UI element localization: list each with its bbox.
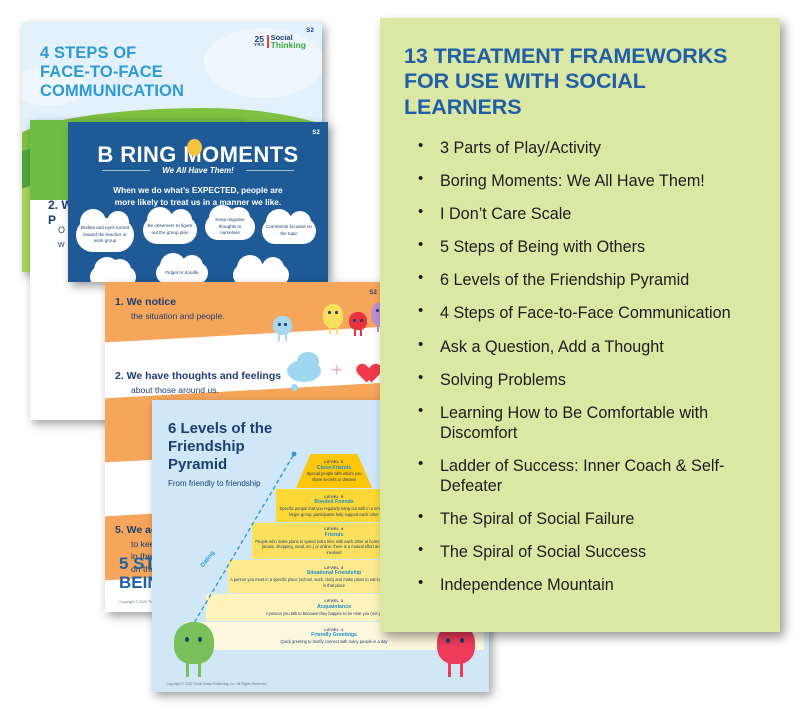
list-item[interactable]: The Spiral of Social Failure	[418, 508, 756, 529]
divider	[246, 170, 294, 171]
card-title: 4 STEPS OF FACE-TO-FACE COMMUNICATION	[40, 44, 184, 101]
hidden-step-number: 2. W P	[48, 198, 73, 228]
step-1-subtext: the situation and people.	[131, 311, 225, 321]
pyramid-level-5: LEVEL 5 Bonded Friends Specific people t…	[276, 489, 392, 522]
step-1-heading: 1. We notice	[115, 296, 177, 308]
character-yellow-icon	[323, 304, 343, 334]
statement-part2: , people are	[236, 185, 283, 195]
panel-title: 13 TREATMENT FRAMEWORKS FOR USE WITH SOC…	[404, 44, 728, 119]
hidden-step-line1: 2. W	[48, 198, 73, 212]
statement-part1: When we do what’s	[113, 185, 192, 195]
list-item[interactable]: Boring Moments: We All Have Them!	[418, 170, 756, 191]
logo-years: 25 YRS	[253, 33, 265, 48]
logo-brand-line1: Social	[270, 33, 293, 42]
cloud-item: Fidget or doodle	[156, 253, 208, 282]
list-item[interactable]: Ask a Question, Add a Thought	[418, 336, 756, 357]
character-blue-icon	[273, 316, 292, 341]
logo-divider-icon	[266, 35, 269, 49]
hidden-step-sub: O w	[58, 224, 65, 251]
level-name: Situational Friendship	[306, 570, 362, 577]
thought-cloud-icon	[291, 384, 298, 391]
cloud-item	[233, 255, 289, 282]
logo-wordmark: Social Thinking	[270, 33, 306, 51]
statement-part3: more likely to treat us in a manner we l…	[114, 197, 282, 208]
boring-moments-subtitle: We All Have Them!	[162, 166, 234, 175]
level-desc: Quick greeting to briefly connect with m…	[280, 639, 388, 645]
level-desc: A person you talk to because they happen…	[265, 610, 403, 616]
level-tag: LEVEL 6	[324, 459, 344, 465]
logo-years-number: 25	[254, 33, 264, 44]
cloud-item-text: Bodies and eyes turned toward the teache…	[80, 224, 130, 244]
list-item[interactable]: Independence Mountain	[418, 574, 756, 595]
plus-icon: +	[331, 360, 343, 381]
level-desc: Specific people that you regularly hang …	[279, 505, 389, 517]
level-tag: LEVEL 3	[324, 564, 344, 570]
cloud-item-text: Be observers to figure out the group pla…	[147, 223, 193, 235]
thought-cloud-icon	[297, 352, 319, 370]
pyramid-subtitle: From friendly to friendship	[168, 479, 261, 488]
cloud-item-text: Fidget or doodle	[165, 269, 199, 275]
list-item[interactable]: 3 Parts of Play/Activity	[418, 137, 756, 158]
step-2-heading: 2. We have thoughts and feelings	[115, 370, 282, 382]
level-tag: LEVEL 5	[324, 493, 344, 499]
character-green-icon	[174, 622, 214, 677]
panel-treatment-frameworks[interactable]: 13 TREATMENT FRAMEWORKS FOR USE WITH SOC…	[380, 18, 780, 632]
divider	[102, 170, 150, 171]
social-thinking-logo: 25 YRS Social Thinking	[253, 33, 306, 51]
level-name: Friends	[324, 531, 344, 538]
level-tag: LEVEL 1	[324, 626, 344, 632]
level-name: Friendly Greetings	[311, 632, 357, 639]
character-red-icon	[349, 312, 367, 336]
list-item[interactable]: Learning How to Be Comfortable with Disc…	[418, 402, 756, 443]
level-desc: Special people with whom you share secre…	[306, 471, 362, 483]
list-item[interactable]: 4 Steps of Face-to-Face Communication	[418, 302, 756, 323]
cloud-item	[90, 257, 136, 282]
pyramid-level-6: LEVEL 6 Close Friends Special people wit…	[296, 454, 372, 488]
list-item[interactable]: 6 Levels of the Friendship Pyramid	[418, 269, 756, 290]
copyright-text: Copyright © 2020 Think Social Publishing…	[166, 682, 268, 686]
cloud-shape	[22, 66, 86, 106]
cloud-item-text: Keep negative thoughts to ourselves	[215, 216, 245, 236]
list-item[interactable]: I Don’t Care Scale	[418, 203, 756, 224]
boring-moments-statement: When we do what’s EXPECTED, people are m…	[92, 184, 304, 208]
list-item[interactable]: The Spiral of Social Success	[418, 541, 756, 562]
level-tag: LEVEL 4	[324, 526, 344, 532]
badge-s2: S2	[306, 28, 314, 34]
cloud-item: Comments focused on the topic	[262, 209, 316, 244]
logo-brand-line2: Thinking	[270, 40, 306, 51]
list-item[interactable]: 5 Steps of Being with Others	[418, 236, 756, 257]
character-egg-icon	[187, 139, 202, 156]
badge-s2: S2	[369, 290, 377, 296]
cloud-shape	[204, 28, 322, 98]
level-name: Acquaintance	[316, 603, 351, 610]
level-desc: People who make plans to spend extra tim…	[255, 538, 413, 555]
level-name: Close Friends	[316, 464, 352, 471]
step-2-subtext: about those around us.	[131, 385, 219, 395]
hidden-sub-line2: w	[58, 238, 65, 249]
frameworks-list: 3 Parts of Play/Activity Boring Moments:…	[404, 137, 756, 595]
cloud-item: Be observers to figure out the group pla…	[143, 207, 197, 244]
list-item[interactable]: Ladder of Success: Inner Coach & Self-De…	[418, 455, 756, 496]
hidden-sub-line1: O	[58, 225, 66, 235]
hidden-step-line2: P	[48, 213, 57, 227]
cloud-item: Bodies and eyes turned toward the teache…	[76, 209, 134, 252]
list-item[interactable]: Solving Problems	[418, 369, 756, 390]
card-boring-moments[interactable]: B RING MOMENTS We All Have Them! When we…	[68, 122, 328, 282]
level-name: Bonded Friends	[314, 499, 354, 506]
dating-arrow-icon	[183, 451, 297, 641]
logo-years-label: YRS	[253, 42, 265, 48]
pyramid-title: 6 Levels of the Friendship Pyramid	[168, 420, 273, 473]
level-desc: A person you meet in a specific place (s…	[230, 576, 438, 588]
badge-s2: S2	[312, 130, 320, 136]
level-tag: LEVEL 2	[324, 598, 344, 604]
cloud-item: Keep negative thoughts to ourselves	[205, 205, 255, 240]
statement-emphasis: EXPECTED	[191, 185, 237, 195]
heart-icon	[353, 356, 375, 376]
cloud-item-text: Comments focused on the topic	[266, 224, 312, 236]
